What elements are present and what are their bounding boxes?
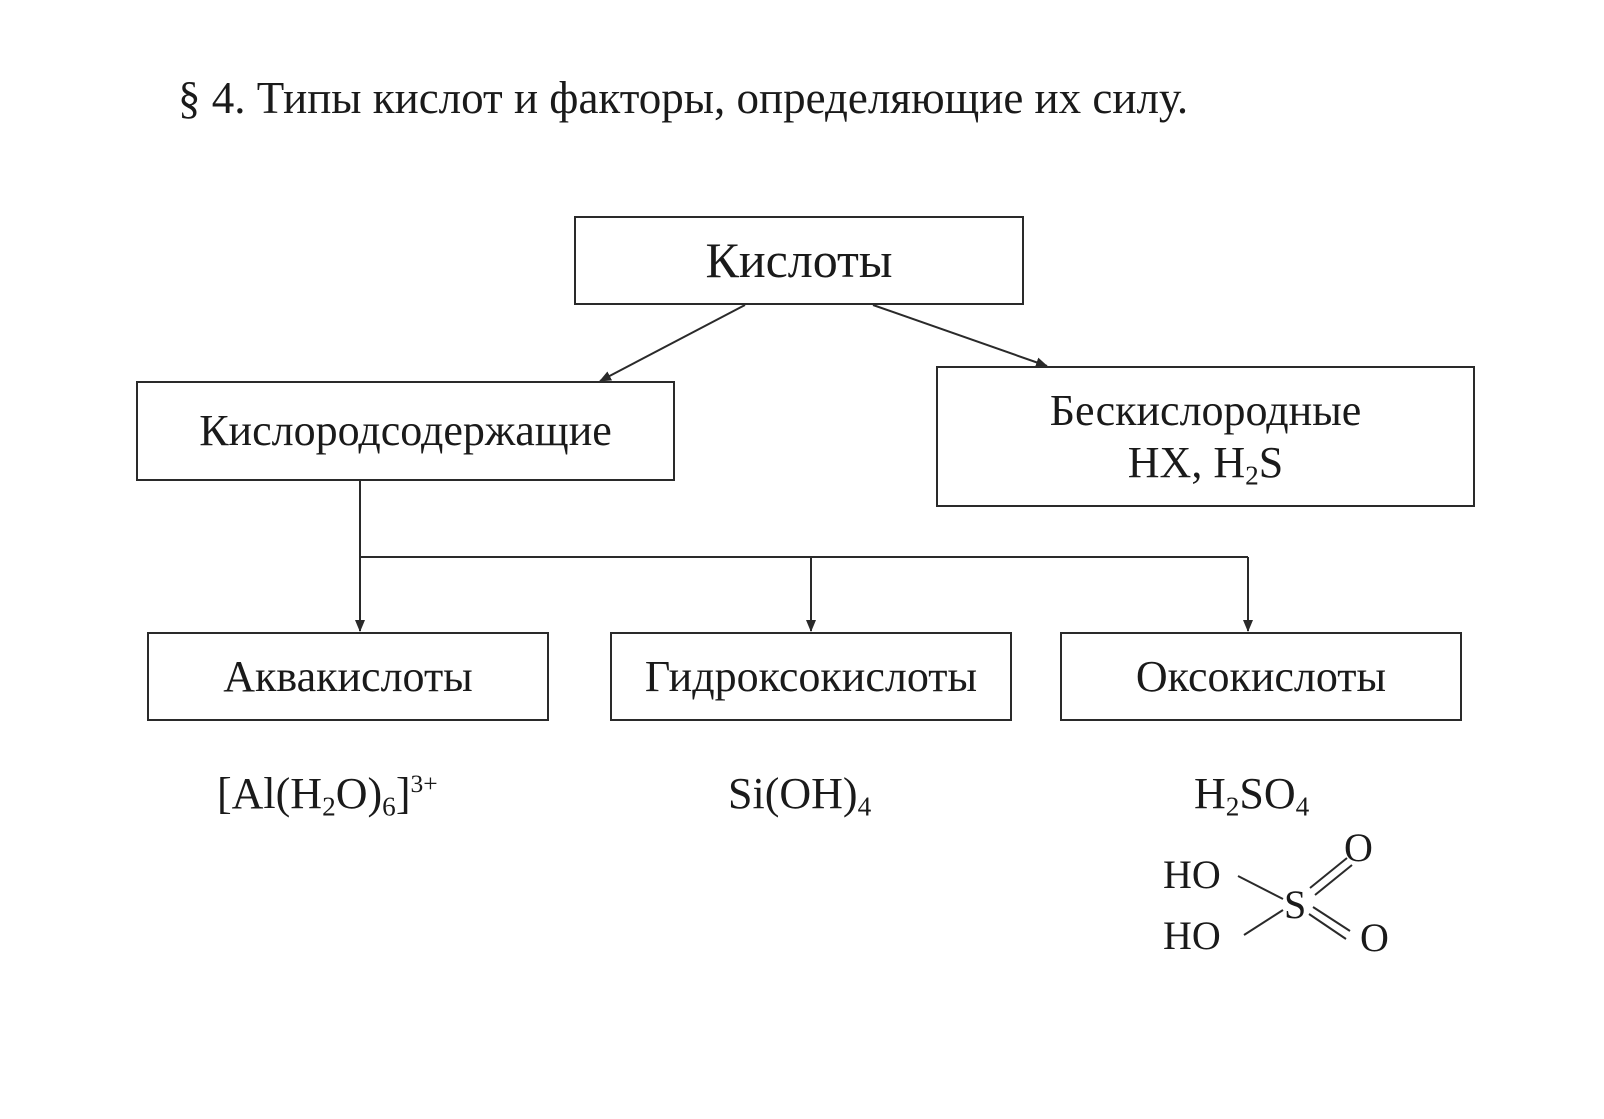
oxo-formula-sub2: 4	[1295, 791, 1310, 822]
node-oxo-acids: Оксокислоты	[1060, 632, 1462, 721]
double-bond-s-o-bottom-2	[1308, 913, 1347, 940]
formula-oxo-example: H2SO4	[1194, 769, 1309, 821]
atom-oxygen-bottom: O	[1360, 915, 1389, 960]
node-hydroxo-acids-label: Гидроксокислоты	[644, 651, 978, 701]
aqua-formula-charge: 3+	[410, 769, 438, 799]
double-bond-s-o-top-2	[1314, 864, 1353, 896]
arrow-root-to-oxygen-containing	[599, 304, 746, 382]
formula-hydroxo-example: Si(OH)4	[728, 769, 871, 821]
aqua-formula-sub1: 2	[322, 791, 336, 822]
double-bond-s-o-top-1	[1309, 857, 1348, 889]
node-aqua-acids: Аквакислоты	[147, 632, 549, 721]
oxo-formula-part-a: H	[1194, 769, 1226, 818]
oxo-formula-sub1: 2	[1225, 791, 1240, 822]
double-bond-s-o-bottom-1	[1312, 906, 1351, 932]
node-oxygen-free: Бескислородные HX, H2S	[936, 366, 1475, 507]
arrow-root-to-oxygen-free	[872, 304, 1048, 368]
aqua-formula-sub2: 6	[382, 791, 396, 822]
examples-hx-text: HX, H	[1127, 437, 1246, 487]
atom-oxygen-top: O	[1344, 825, 1373, 870]
hydroxo-formula-sub: 4	[857, 791, 872, 822]
examples-s-text: S	[1258, 437, 1284, 487]
node-oxygen-free-label: Бескислородные	[1049, 385, 1362, 435]
node-aqua-acids-label: Аквакислоты	[223, 651, 473, 701]
node-acids: Кислоты	[574, 216, 1024, 305]
node-oxygen-free-examples: HX, H2S	[1128, 437, 1283, 489]
aqua-formula-part-c: ]	[395, 769, 411, 818]
atom-ho-top: HO	[1163, 852, 1221, 897]
atom-sulfur: S	[1284, 882, 1307, 927]
node-oxo-acids-label: Оксокислоты	[1135, 651, 1387, 701]
bond-ho-s-bottom	[1243, 909, 1284, 936]
node-hydroxo-acids: Гидроксокислоты	[610, 632, 1012, 721]
aqua-formula-part-b: O)	[335, 769, 383, 818]
node-oxygen-containing: Кислородсодержащие	[136, 381, 675, 481]
hydroxo-formula-part-a: Si(OH)	[728, 769, 858, 818]
examples-subscript: 2	[1245, 460, 1259, 491]
node-oxygen-containing-label: Кислородсодержащие	[199, 406, 612, 456]
oxo-formula-part-b: SO	[1239, 769, 1296, 818]
aqua-formula-part-a: [Al(H	[217, 769, 323, 818]
bond-ho-s-top	[1237, 875, 1284, 900]
node-acids-label: Кислоты	[705, 232, 893, 288]
formula-aqua-example: [Al(H2O)6]3+	[217, 769, 438, 820]
section-heading: § 4. Типы кислот и факторы, определяющие…	[178, 73, 1189, 123]
atom-ho-bottom: HO	[1163, 913, 1221, 958]
